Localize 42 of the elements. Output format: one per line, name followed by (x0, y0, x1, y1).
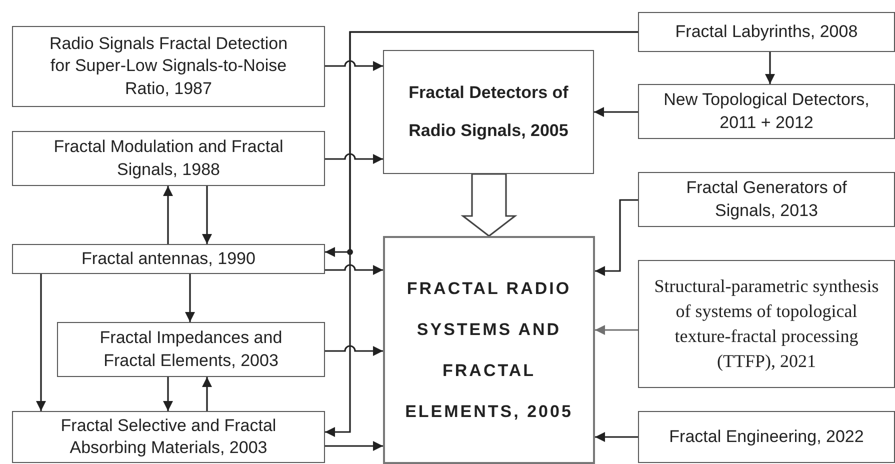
process-box (57, 322, 325, 377)
process-box (638, 411, 895, 463)
arrow (185, 274, 195, 322)
box-label: Fractal Impedances and Fractal Elements, 2003 (98, 327, 284, 372)
box-label: Fractal Detectors of Radio Signals, 2005 (408, 82, 570, 142)
process-box (638, 260, 895, 388)
arrow (595, 325, 638, 335)
box-label: Fractal Labyrinths, 2008 (675, 20, 858, 43)
box-label: Fractal Modulation and Fractal Signals, 1988 (52, 136, 284, 180)
box-label: Fractal antennas, 1990 (82, 248, 256, 270)
process-box (383, 50, 594, 174)
process-box (638, 12, 895, 52)
arrow (595, 199, 638, 276)
box-label: Fractal Generators of Signals, 2013 (685, 177, 848, 222)
box-label: Fractal Selective and Fractal Absorbing Materials, 2003 (60, 414, 278, 459)
arrow (325, 345, 383, 356)
arrow (325, 153, 383, 164)
arrow (325, 60, 383, 71)
arrow (202, 377, 212, 411)
hollow-arrow (460, 173, 518, 237)
box-label: Structural-parametric synthesis of systems of topological texture-fractal processing (TTFP), 2021 (653, 274, 880, 374)
process-box (638, 84, 895, 139)
process-box (12, 26, 325, 107)
process-box (12, 244, 325, 274)
arrow (325, 264, 383, 275)
arrow (163, 377, 173, 411)
process-box (638, 172, 895, 227)
box-label: Fractal Engineering, 2022 (669, 426, 864, 448)
arrow (325, 441, 383, 451)
arrow (36, 274, 46, 411)
arrow (594, 107, 638, 117)
main-box (383, 236, 595, 464)
arrow (765, 52, 775, 84)
arrow (325, 31, 638, 437)
process-box (12, 411, 325, 463)
arrow (595, 432, 638, 442)
arrow (202, 186, 212, 244)
box-label: FRACTAL RADIO SYSTEMS AND FRACTAL ELEMENTS, 2005 (404, 278, 574, 423)
box-label: New Topological Detectors, 2011 + 2012 (663, 89, 870, 134)
arrow (163, 186, 173, 244)
box-label: Radio Signals Fractal Detection for Super-Low Signals-to-Noise Ratio, 1987 (48, 33, 289, 100)
process-box (12, 131, 325, 186)
